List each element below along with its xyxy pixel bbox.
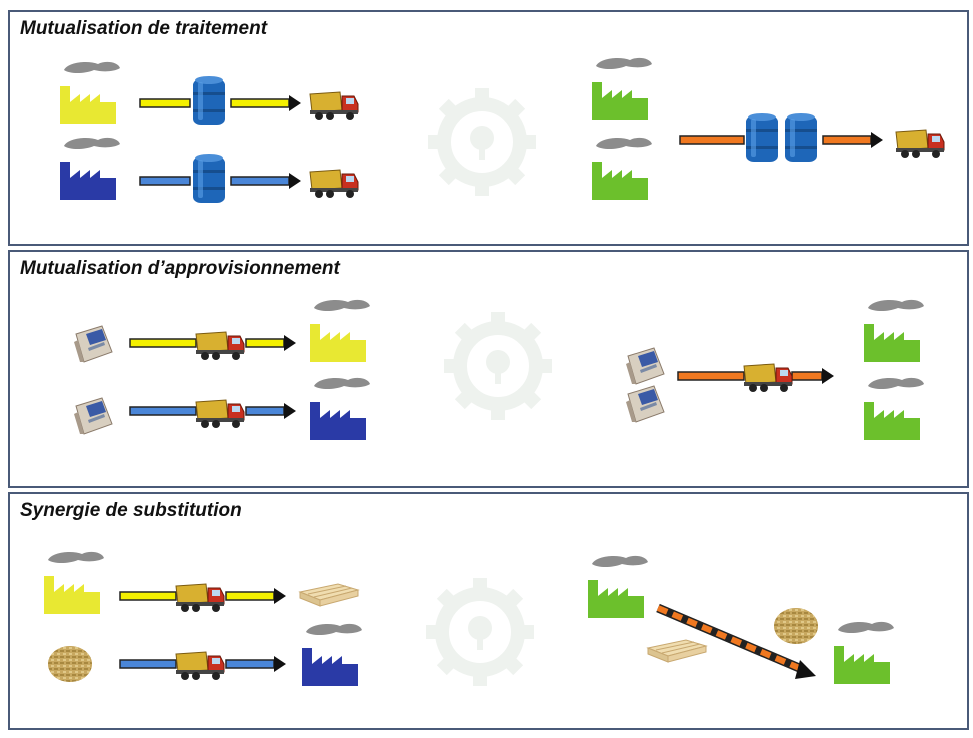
arrow-yellow — [129, 335, 296, 351]
factory-icon — [864, 299, 924, 362]
drum-icon — [746, 113, 778, 162]
truck-icon — [175, 583, 225, 613]
wood-pellets-icon — [48, 646, 92, 682]
factory-icon — [588, 555, 648, 618]
factory-icon — [864, 377, 924, 440]
truck-icon — [309, 169, 359, 199]
pallet-icon — [647, 639, 707, 663]
truck-icon — [195, 331, 245, 361]
watermark-gear-icon — [444, 312, 552, 420]
arrow-yellow — [119, 588, 286, 604]
factory-icon — [302, 623, 362, 686]
arrow-yellow — [230, 95, 301, 111]
arrow-yellow — [139, 98, 191, 108]
watermark-gear-icon — [426, 578, 534, 686]
factory-icon — [44, 551, 104, 614]
cement-bag-icon — [73, 397, 113, 435]
truck-icon — [895, 129, 945, 159]
pallet-icon — [299, 583, 359, 607]
truck-icon — [195, 399, 245, 429]
arrow-blue — [119, 656, 286, 672]
truck-icon — [309, 91, 359, 121]
wood-pellets-icon — [774, 608, 818, 644]
factory-icon — [310, 299, 370, 362]
watermark-gear-icon — [428, 88, 536, 196]
factory-icon — [592, 57, 652, 120]
cement-bag-icon — [625, 347, 665, 385]
panel-title: Mutualisation d’approvisionnement — [20, 258, 340, 279]
arrow-orange — [822, 132, 883, 148]
arrow-blue — [129, 403, 296, 419]
panel-synergie-substitution: Synergie de substitution — [8, 492, 969, 730]
cement-bag-icon — [625, 385, 665, 423]
factory-icon — [592, 137, 652, 200]
truck-icon — [743, 363, 793, 393]
drum-icon — [785, 113, 817, 162]
factory-icon — [310, 377, 370, 440]
drum-icon — [193, 154, 225, 203]
factory-icon — [834, 621, 894, 684]
arrow-blue — [230, 173, 301, 189]
drum-icon — [193, 76, 225, 125]
truck-icon — [175, 651, 225, 681]
arrow-dashed-orange — [656, 603, 816, 679]
panel-mutualisation-approvisionnement: Mutualisation d’approvisionnement — [8, 250, 969, 488]
factory-icon — [60, 61, 120, 124]
arrow-orange — [679, 135, 745, 145]
panel-title: Synergie de substitution — [20, 500, 242, 521]
arrow-blue — [139, 176, 191, 186]
panel-title: Mutualisation de traitement — [20, 18, 268, 39]
cement-bag-icon — [73, 325, 113, 363]
factory-icon — [60, 137, 120, 200]
